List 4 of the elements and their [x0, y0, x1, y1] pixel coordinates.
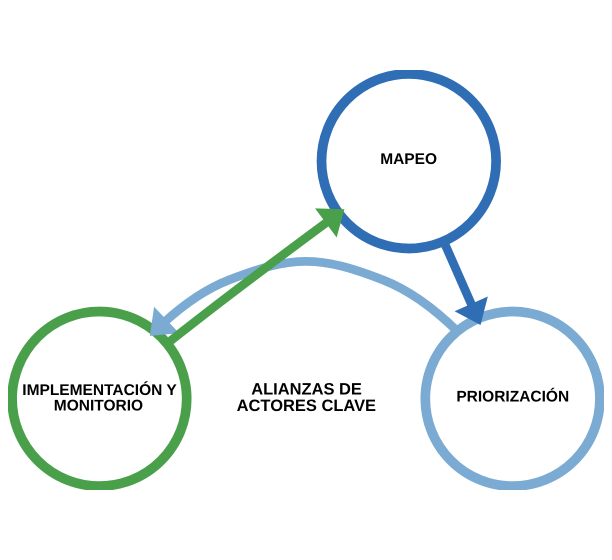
- label: ALIANZAS DE ACTORES CLAVE: [236, 380, 376, 416]
- node-circle: MAPEO: [316, 70, 501, 254]
- arrow: [150, 257, 460, 336]
- node-circle: PRIORIZACIÓN: [420, 306, 604, 490]
